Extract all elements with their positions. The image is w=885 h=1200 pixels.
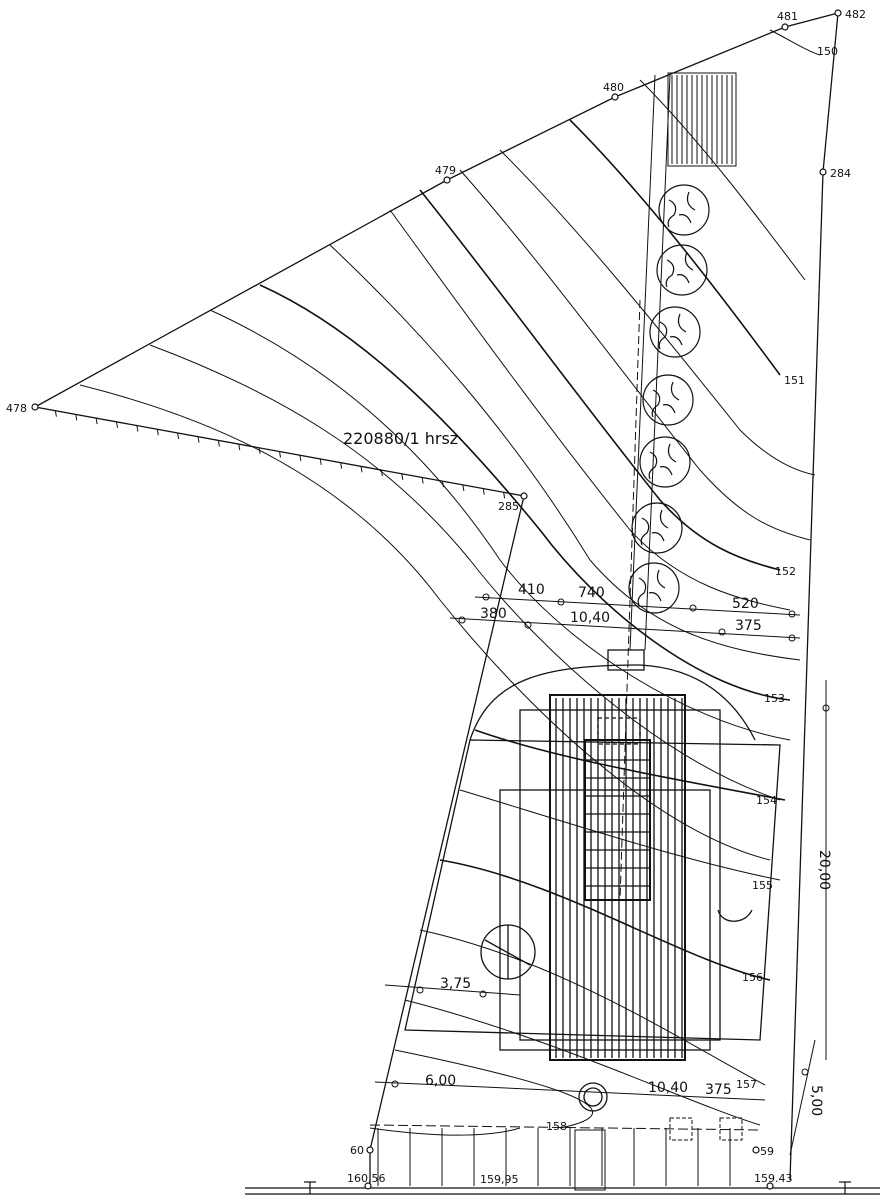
dim-159-95: 159,95 <box>480 1173 519 1186</box>
dim-520: 520 <box>732 596 759 612</box>
contour-154: 154 <box>756 794 777 807</box>
point-478: 478 <box>6 402 27 415</box>
dim-2000: 20,00 <box>816 850 832 890</box>
point-284: 284 <box>830 167 851 180</box>
point-159-43: 159.43 <box>754 1172 793 1185</box>
dim-375-bot: 375 <box>705 1082 732 1098</box>
parcel-boundary <box>34 12 839 1185</box>
contour-157: 157 <box>736 1078 757 1091</box>
contour-151: 151 <box>784 374 805 387</box>
contour-150: 150 <box>817 45 838 58</box>
dim-740: 740 <box>578 585 605 601</box>
point-481: 481 <box>777 10 798 23</box>
dim-375-mid: 3,75 <box>440 976 471 992</box>
contour-lines <box>79 29 821 1129</box>
contour-156: 156 <box>742 971 763 984</box>
building-outline <box>404 649 781 1061</box>
access-path <box>619 74 671 901</box>
dim-1040-bot: 10,40 <box>648 1080 688 1096</box>
contour-152: 152 <box>775 565 796 578</box>
point-285: 285 <box>498 500 519 513</box>
point-160-56: 160.56 <box>347 1172 386 1185</box>
street-line <box>245 1181 880 1195</box>
parking-block <box>667 72 737 167</box>
contour-155: 155 <box>752 879 773 892</box>
dim-410: 410 <box>518 582 545 598</box>
dimension-lines <box>374 593 830 1156</box>
tree-row <box>628 184 710 614</box>
point-479: 479 <box>435 164 456 177</box>
dim-500: 5,00 <box>808 1085 824 1116</box>
point-60: 60 <box>350 1144 364 1157</box>
boundary-point-markers <box>31 9 842 1190</box>
boundary-tick-marks <box>54 410 506 499</box>
point-482: 482 <box>845 8 866 21</box>
front-fence <box>369 1117 761 1191</box>
point-480: 480 <box>603 81 624 94</box>
point-59: 59 <box>760 1145 774 1158</box>
round-features <box>480 909 753 1112</box>
dim-1040-top: 10,40 <box>570 610 610 626</box>
dim-375-top: 375 <box>735 618 762 634</box>
parcel-label: 220880/1 hrsz <box>343 429 458 448</box>
contour-153: 153 <box>764 692 785 705</box>
dim-600: 6,00 <box>425 1073 456 1089</box>
contour-158: 158 <box>546 1120 567 1133</box>
dim-380: 380 <box>480 606 507 622</box>
